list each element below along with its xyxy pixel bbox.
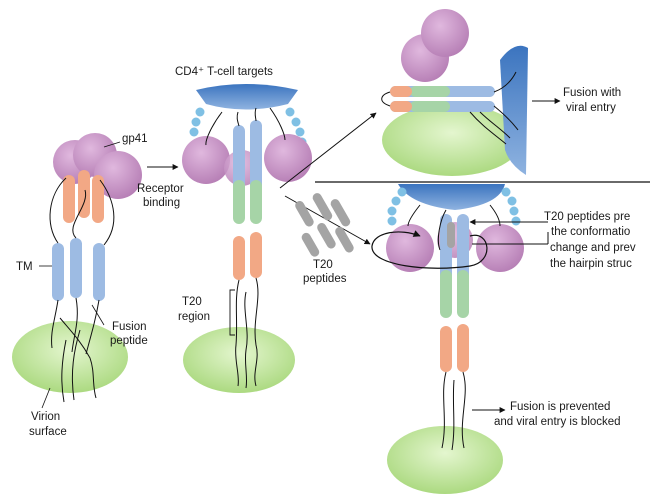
gp120-released [421,9,469,57]
coil-segment [63,175,75,223]
tm-helix [52,243,64,301]
virion-surface-label: Virion [31,411,60,423]
blocked-panel: T20 peptides pre the conformatio change … [372,184,636,494]
t20-note-label: the conformatio [551,226,630,238]
hairpin-coil [390,86,412,97]
nhr-helix-green [250,180,262,224]
receptor-binding-label: Receptor [137,183,184,195]
fusion-prevented-label: and viral entry is blocked [494,416,621,428]
hairpin-helix-green [410,86,450,97]
t20-region-label: T20 [182,296,202,308]
coil-segment [250,232,262,278]
gp41-label: gp41 [122,133,148,145]
t20-note-label: change and prev [550,242,636,254]
virion-membrane-4 [387,426,503,494]
fusion-panel: Fusion with viral entry [382,9,621,176]
fusion-peptide-label: peptide [110,335,148,347]
hairpin-helix-green [410,101,450,112]
t20-peptides-label: T20 [313,259,333,271]
t20-peptides-label: peptides [303,273,347,285]
coil-segment [457,324,469,372]
nhr-helix-green [233,180,245,224]
t20-peptides [294,192,356,259]
fusion-prevented-label: Fusion is prevented [510,401,610,413]
cd4-receptor [398,184,505,210]
bound-t20-peptide [447,222,455,248]
t20-note-label: the hairpin struc [550,258,632,270]
receptor-binding-label: binding [143,197,180,209]
receptor-bound-panel: T20 region CD4⁺ T-cell targets [175,66,312,393]
nhr-helix-green [440,270,452,318]
tm-label: TM [16,261,33,273]
tm-helix [70,238,82,298]
tm-helix [93,243,105,301]
hairpin-coil [390,101,412,112]
gp120-subunit [476,224,524,272]
cd4-receptor [196,84,298,110]
cd4-targets-label: CD4⁺ T-cell targets [175,66,273,78]
coil-segment [440,326,452,372]
coil-segment [233,236,245,280]
fusion-peptide-label: Fusion [112,321,147,333]
fusion-viral-entry-label: Fusion with [563,87,621,99]
native-state-panel: gp41 TM Fusion peptide Virion surface [12,133,148,438]
virion-surface-label: surface [29,426,67,438]
gp120-subunit [386,224,434,272]
t20-note-label: T20 peptides pre [544,211,630,223]
fusion-viral-entry-label: viral entry [566,102,616,114]
gp120-subunit [264,134,312,182]
t20-region-label: region [178,311,210,323]
nhr-helix-green [457,270,469,318]
virion-membrane-1 [12,321,128,393]
virion-membrane-2 [183,327,295,393]
